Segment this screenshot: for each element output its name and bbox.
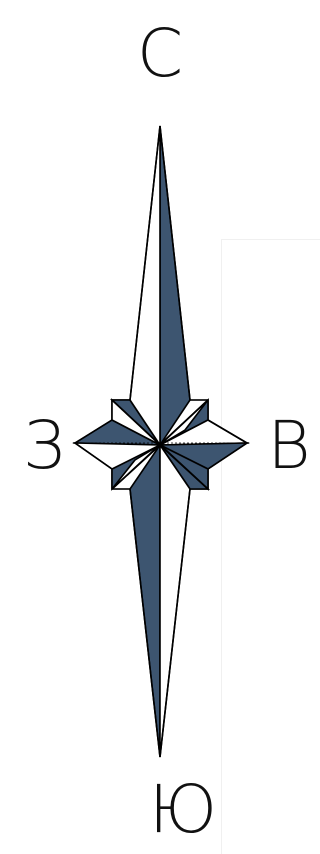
west-label: З bbox=[23, 407, 65, 484]
compass-star bbox=[75, 126, 247, 757]
north-label: С bbox=[137, 15, 183, 92]
south-label: Ю bbox=[149, 771, 217, 848]
east-label: В bbox=[267, 407, 310, 484]
